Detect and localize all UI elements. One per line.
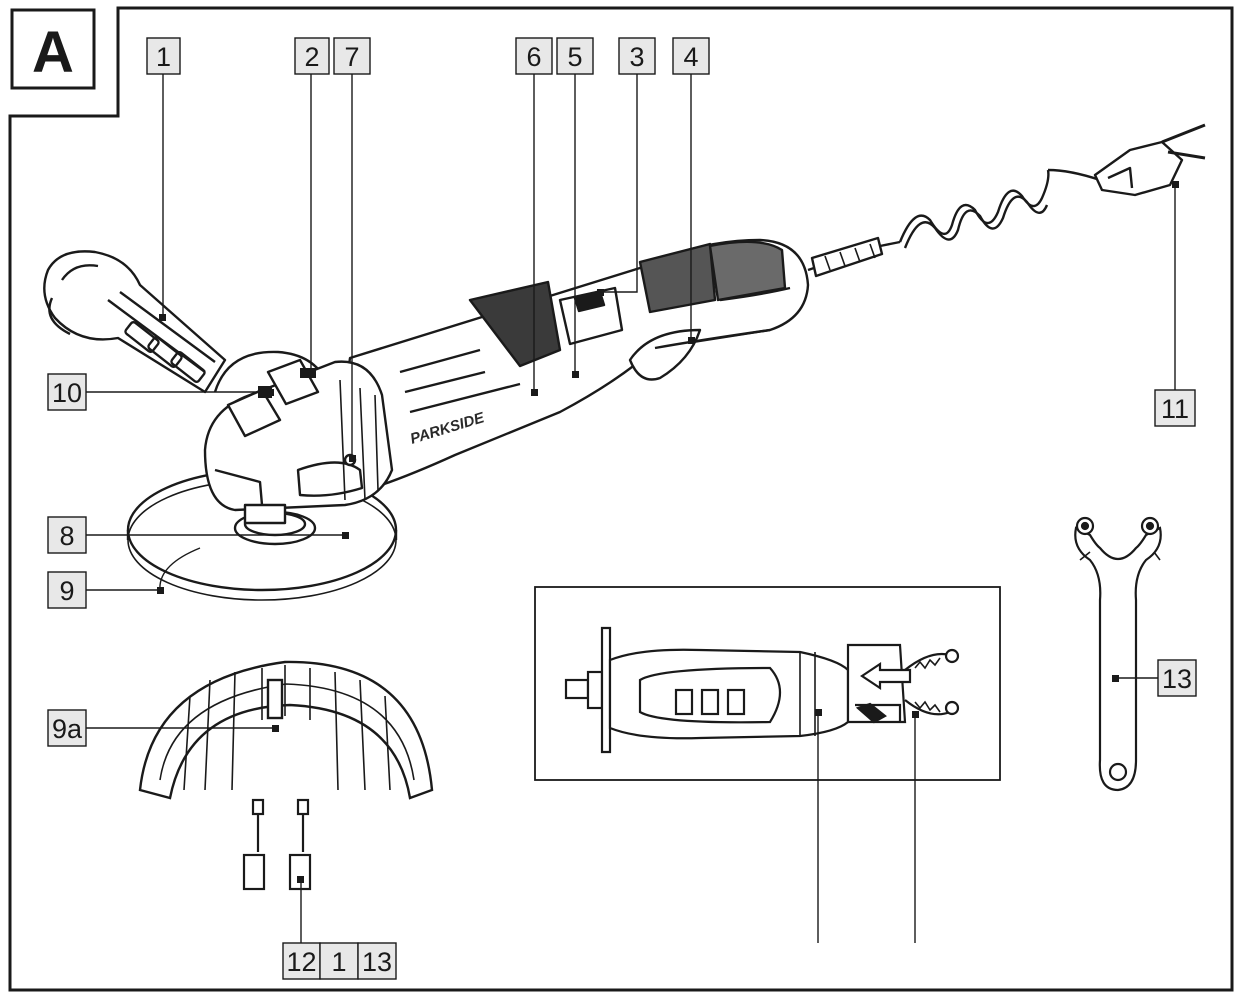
gear-head [203, 358, 394, 525]
side-handle-inset [534, 586, 1001, 781]
panel-letter-box: A [10, 8, 96, 90]
callout-4: 4 [672, 37, 710, 75]
callout-6: 6 [515, 37, 553, 75]
callout-4-text: 4 [683, 42, 698, 72]
callout-13-wrench-text: 13 [1162, 664, 1192, 694]
pin-spanner-wrench [1074, 516, 1162, 792]
callout-3: 3 [618, 37, 656, 75]
callout-9: 9 [47, 571, 87, 609]
callout-3-text: 3 [629, 42, 644, 72]
protective-guard-detail [138, 660, 434, 800]
callout-11: 11 [1154, 389, 1196, 427]
power-plug [1093, 123, 1206, 197]
callout-9a: 9a [47, 709, 87, 747]
callout-13-bottom: 13 [357, 942, 397, 980]
panel-letter: A [32, 20, 74, 85]
side-handle-mounted [43, 250, 227, 394]
figure-frame [8, 6, 1234, 992]
callout-10: 10 [47, 373, 87, 411]
callout-2-text: 2 [304, 42, 319, 72]
callout-12-bottom-text: 12 [286, 947, 316, 977]
callout-8-text: 8 [59, 521, 74, 551]
callout-11-text: 11 [1161, 394, 1189, 424]
power-cord [807, 168, 1121, 278]
motor-housing: PARKSIDE [328, 238, 810, 502]
carbon-brushes [242, 798, 312, 891]
callout-6-text: 6 [526, 42, 541, 72]
callout-12-bottom: 12 [282, 942, 321, 980]
callout-13-wrench: 13 [1157, 659, 1197, 697]
callout-1-text: 1 [156, 42, 171, 72]
callout-2: 2 [294, 37, 330, 75]
callout-13-bottom-text: 13 [362, 947, 392, 977]
angle-grinder: PARKSIDE [43, 123, 1206, 601]
callout-7: 7 [333, 37, 371, 75]
callout-1-bottom-text: 1 [331, 947, 346, 977]
callout-5: 5 [556, 37, 594, 75]
callout-8: 8 [47, 516, 87, 554]
callout-labels: 1 2 7 6 5 3 4 10 [47, 37, 1197, 980]
callout-9a-text: 9a [52, 714, 83, 744]
leader-dots [157, 181, 1179, 883]
callout-7-text: 7 [344, 42, 359, 72]
callout-1-bottom: 1 [319, 942, 359, 980]
callout-10-text: 10 [52, 378, 82, 408]
callout-9-text: 9 [59, 576, 74, 606]
callout-1: 1 [146, 37, 181, 75]
callout-5-text: 5 [567, 42, 582, 72]
